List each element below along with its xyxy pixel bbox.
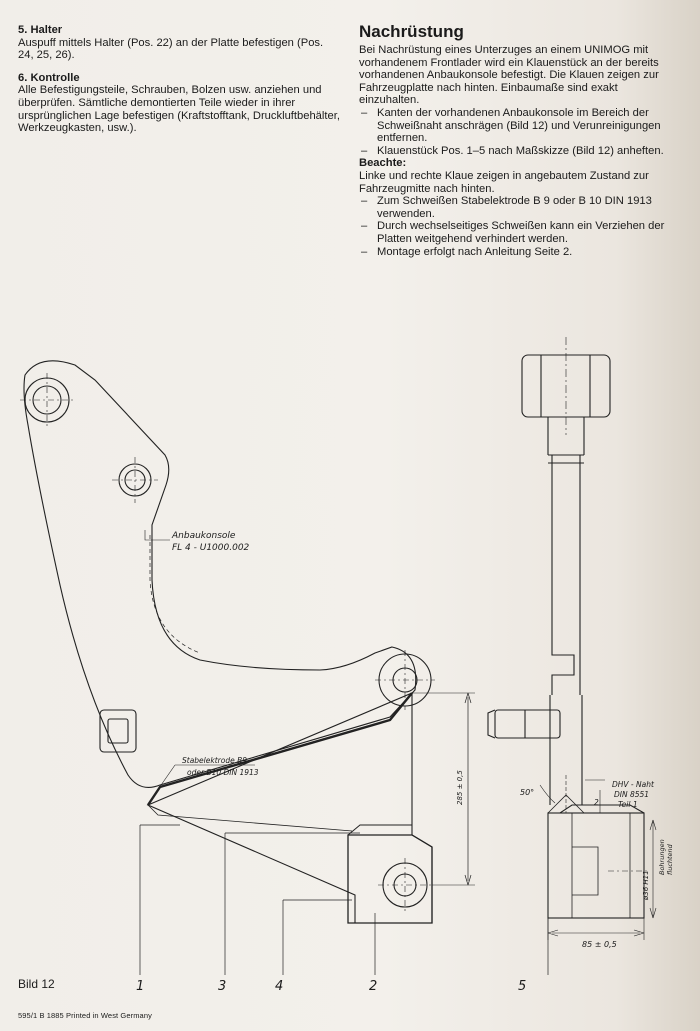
- bracket-small: [99, 709, 137, 753]
- figure-label: Bild 12: [18, 977, 55, 991]
- bohrungen-label-1: Bohrungen: [658, 839, 666, 875]
- section-nachruestung-title: Nachrüstung: [359, 22, 464, 41]
- note-item: Durch wechselseitiges Schweißen kann ein…: [359, 220, 679, 245]
- note-list: Zum Schweißen Stabelektrode B 9 oder B 1…: [359, 195, 679, 258]
- electrode-label-1: Stabelektrode B9: [182, 756, 247, 765]
- note-item: Montage erfolgt nach Anleitung Seite 2.: [359, 246, 679, 259]
- console-label-1: Anbaukonsole: [171, 531, 236, 541]
- section-kontrolle-text: Alle Befestigungsteile, Schrauben, Bolze…: [18, 84, 340, 135]
- gusset: [146, 692, 433, 924]
- position-1: 1: [136, 979, 144, 994]
- position-2: 2: [369, 979, 377, 994]
- dhv-label-1: DHV - Naht: [612, 780, 655, 789]
- electrode-label-2: oder B10 DIN 1913: [187, 768, 259, 777]
- claw-block: [347, 834, 433, 924]
- note-item: Zum Schweißen Stabelektrode B 9 oder B 1…: [359, 195, 679, 220]
- console-outline: [23, 360, 417, 788]
- print-footer: 595/1 B 1885 Printed in West Germany: [18, 1011, 152, 1020]
- dim-height-label: 285 ± 0,5: [456, 770, 464, 805]
- step-list: Kanten der vorhandenen Anbaukonsole im B…: [359, 107, 679, 157]
- section-kontrolle-title: 6. Kontrolle: [18, 71, 80, 84]
- position-3: 3: [218, 979, 226, 994]
- right-column: Nachrüstung Bei Nachrüstung eines Unterz…: [359, 22, 679, 258]
- claw-side: [547, 812, 645, 919]
- nachruestung-intro: Bei Nachrüstung eines Unterzuges an eine…: [359, 44, 659, 107]
- section-halter-text: Auspuff mittels Halter (Pos. 22) an der …: [18, 36, 324, 62]
- section-halter: 5. Halter Auspuff mittels Halter (Pos. 2…: [18, 24, 340, 62]
- bohrungen-label-2: fluchtend: [666, 843, 674, 875]
- dhv-label-2: DIN 8551: [614, 790, 649, 799]
- dim-width-label: 85 ± 0,5: [582, 940, 617, 949]
- dim-small-label: 2: [594, 798, 599, 807]
- dhv-label-3: Teil 1: [618, 800, 638, 809]
- section-halter-title: 5. Halter: [18, 24, 63, 36]
- side-view: [487, 337, 657, 975]
- note-text: Linke und rechte Klaue zeigen in angebau…: [359, 169, 649, 195]
- step-item: Kanten der vorhandenen Anbaukonsole im B…: [359, 107, 679, 145]
- left-column: 5. Halter Auspuff mittels Halter (Pos. 2…: [18, 24, 340, 145]
- note-title: Beachte:: [359, 157, 407, 170]
- angle-label: 50°: [520, 788, 534, 797]
- console-label-2: FL 4 - U1000.002: [172, 543, 250, 553]
- technical-drawing: Anbaukonsole FL 4 - U1000.002 Stabelektr…: [0, 335, 700, 1000]
- section-kontrolle: 6. Kontrolle Alle Befestigungsteile, Sch…: [18, 72, 340, 135]
- position-5: 5: [518, 979, 526, 994]
- dim-diameter-label: ø36 H11: [642, 870, 650, 901]
- position-4: 4: [275, 979, 283, 994]
- step-item: Klauenstück Pos. 1–5 nach Maßskizze (Bil…: [359, 145, 679, 158]
